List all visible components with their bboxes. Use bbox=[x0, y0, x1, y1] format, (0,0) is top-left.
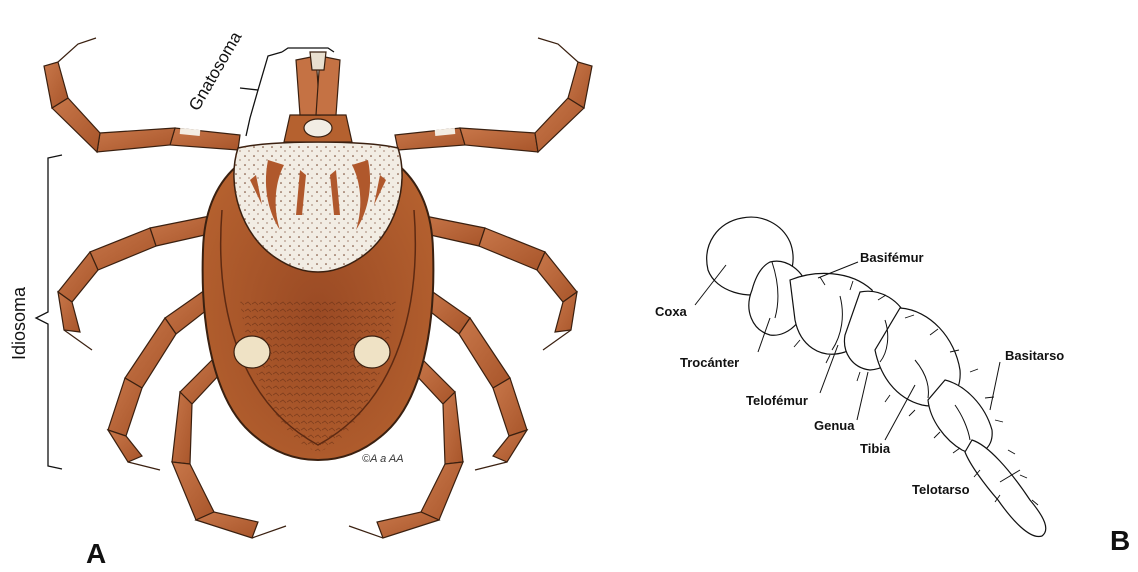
leg-2-right bbox=[417, 215, 577, 350]
leg-2-left bbox=[58, 215, 218, 350]
panel-label-b: B bbox=[1110, 525, 1130, 556]
label-trochanter: Trocánter bbox=[680, 355, 739, 370]
gnathosoma-label: Gnatosoma bbox=[185, 28, 246, 114]
segment-telotarsus bbox=[965, 440, 1046, 537]
label-basitarsus: Basitarso bbox=[1005, 348, 1064, 363]
gnathosoma bbox=[284, 52, 352, 142]
leg-1-right bbox=[395, 38, 592, 152]
label-tibia: Tibia bbox=[860, 441, 891, 456]
label-telofemur: Telofémur bbox=[746, 393, 808, 408]
leg-segment-diagram bbox=[707, 217, 1046, 536]
illustrator-signature: ©A a AA bbox=[362, 453, 404, 465]
label-basifemur: Basifémur bbox=[860, 250, 924, 265]
label-coxa: Coxa bbox=[655, 304, 688, 319]
tick-illustration: ©A a AA bbox=[44, 38, 592, 538]
label-genua: Genua bbox=[814, 418, 855, 433]
idiosoma-label: Idiosoma bbox=[9, 286, 29, 360]
label-telotarsus: Telotarso bbox=[912, 482, 970, 497]
idiosoma-bracket bbox=[36, 155, 62, 469]
segment-basitarsus bbox=[928, 380, 992, 453]
panel-label-a: A bbox=[86, 538, 106, 569]
